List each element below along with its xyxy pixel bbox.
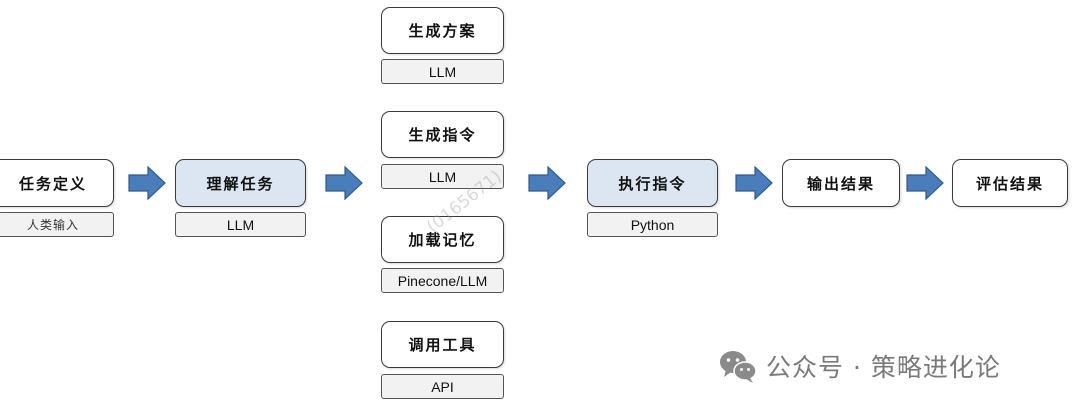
tag-tools-api: API	[381, 374, 504, 399]
node-output-results: 输出结果	[782, 159, 900, 207]
node-task-define-label: 任务定义	[18, 174, 87, 193]
node-task-define: 任务定义	[0, 159, 114, 207]
node-execute-instructions: 执行指令	[587, 159, 718, 207]
node-evaluate-results: 评估结果	[952, 159, 1068, 207]
tag-tools-api-label: API	[431, 378, 454, 395]
arrow-right-icon	[325, 166, 363, 200]
tag-instructions-llm-label: LLM	[428, 168, 457, 185]
node-load-memory: 加载记忆	[381, 216, 504, 263]
node-call-tools: 调用工具	[381, 321, 504, 368]
tag-human-input-label: 人类输入	[26, 218, 79, 232]
arrow-right-icon	[906, 166, 944, 200]
brand-text: 公众号 · 策略进化论	[766, 353, 1001, 382]
arrow-right-icon	[528, 166, 566, 200]
tag-execute-python: Python	[587, 212, 718, 237]
node-generate-instructions-label: 生成指令	[408, 126, 477, 144]
tag-execute-python-label: Python	[630, 216, 675, 233]
tag-memory-pinecone-label: Pinecone/LLM	[397, 272, 488, 289]
node-understand-task-label: 理解任务	[206, 174, 275, 193]
node-understand-task: 理解任务	[175, 159, 306, 207]
node-output-results-label: 输出结果	[806, 174, 875, 193]
node-load-memory-label: 加载记忆	[408, 231, 477, 249]
wechat-icon	[720, 351, 757, 383]
node-evaluate-results-label: 评估结果	[975, 174, 1044, 193]
arrow-right-icon	[735, 166, 773, 200]
node-call-tools-label: 调用工具	[408, 336, 477, 354]
tag-plan-llm-label: LLM	[428, 63, 457, 80]
tag-plan-llm: LLM	[381, 59, 504, 84]
tag-memory-pinecone: Pinecone/LLM	[381, 268, 504, 293]
node-execute-instructions-label: 执行指令	[618, 174, 687, 193]
brand-footer: 公众号 · 策略进化论	[718, 344, 1001, 388]
node-generate-instructions: 生成指令	[381, 111, 504, 158]
node-generate-plan: 生成方案	[381, 7, 504, 54]
arrow-right-icon	[128, 166, 166, 200]
node-generate-plan-label: 生成方案	[408, 22, 477, 40]
tag-understand-llm-label: LLM	[226, 216, 255, 233]
tag-understand-llm: LLM	[175, 212, 306, 237]
tag-human-input: 人类输入	[0, 212, 114, 237]
tag-instructions-llm: LLM	[381, 164, 504, 189]
